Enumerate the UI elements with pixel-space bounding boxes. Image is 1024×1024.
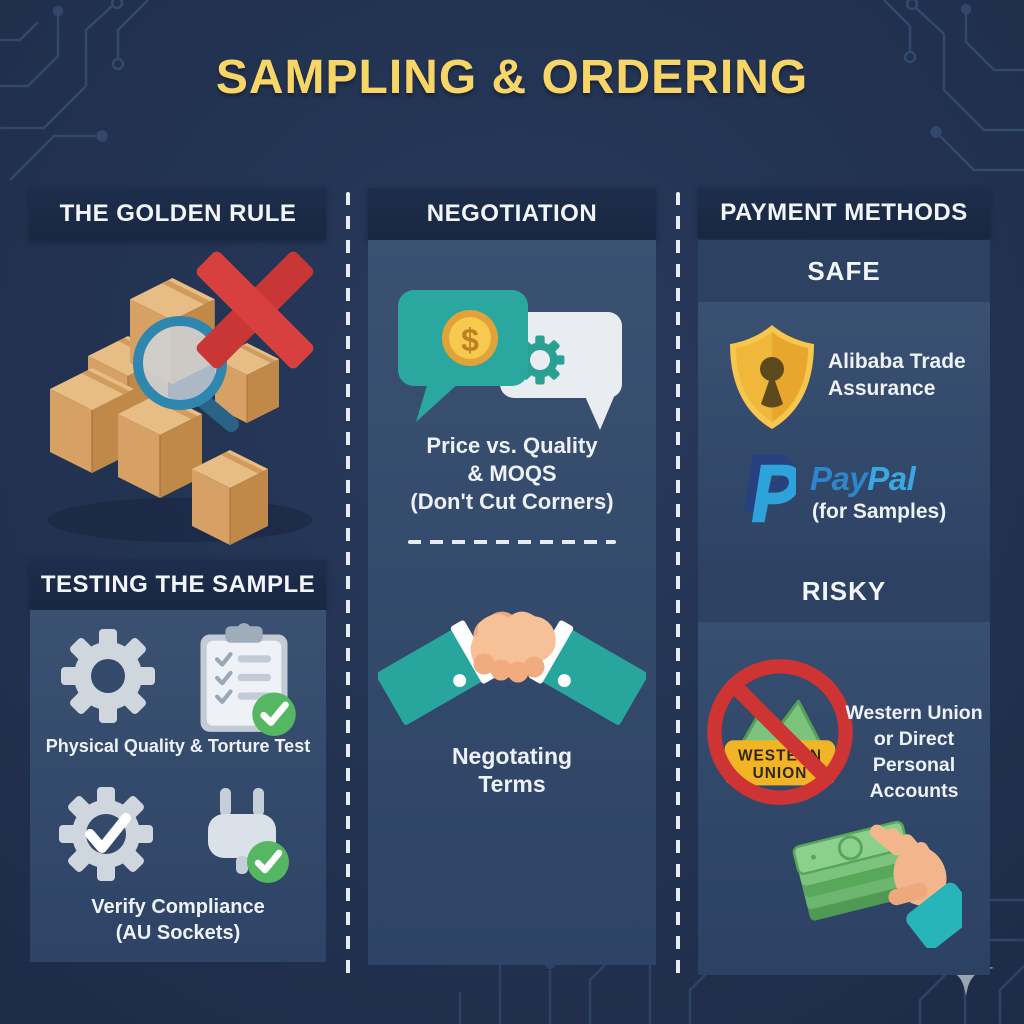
golden-rule-header: THE GOLDEN RULE [30, 188, 326, 240]
clipboard-check-icon [200, 623, 300, 736]
boxes-inspection-illustration [48, 251, 314, 546]
testing-panel: Physical Quality & Torture Test Verify C… [30, 610, 326, 962]
paypal-note: (for Samples) [812, 500, 947, 523]
dollar-coin-icon: $ [442, 310, 498, 366]
gear-icon [61, 629, 155, 723]
column-divider [676, 192, 680, 975]
risky-label: RISKY [801, 575, 887, 606]
circuit-decoration-top-right-icon [883, 0, 1024, 172]
negotiation-header-label: NEGOTIATION [426, 200, 598, 227]
paypal-logo-icon [743, 454, 796, 523]
safe-label: SAFE [807, 255, 881, 286]
golden-rule-header-label: THE GOLDEN RULE [59, 200, 297, 227]
shield-keyhole-icon [730, 325, 814, 429]
safe-panel: Alibaba Trade Assurance PayPal (for Samp… [698, 302, 990, 560]
boxes-shadow [48, 498, 312, 542]
gear-check-icon [59, 787, 153, 881]
negotiation-topic2: Negotating Terms [451, 743, 573, 797]
alibaba-trade-assurance-label: Alibaba Trade Assurance [828, 350, 966, 400]
paypal-wordmark: PayPal [810, 460, 916, 497]
testing-sample-header-label: TESTING THE SAMPLE [40, 571, 316, 598]
negotiation-topic1: Price vs. Quality & MOQS (Don't Cut Corn… [410, 433, 614, 514]
risky-band: RISKY [698, 560, 990, 622]
no-western-union-icon: WESTERN UNION [707, 659, 853, 805]
risky-item-label: Western Union or Direct Personal Account… [845, 702, 983, 802]
cash-in-hand-icon [792, 820, 962, 948]
red-x-icon [196, 251, 314, 369]
payment-methods-header-label: PAYMENT METHODS [720, 199, 968, 226]
column-divider [346, 192, 350, 975]
svg-text:$: $ [461, 322, 479, 358]
section-dashed-divider [408, 540, 616, 544]
safe-band: SAFE [698, 240, 990, 302]
handshake-icon [378, 611, 646, 725]
risky-panel: WESTERN UNION Western Union or Direct Pe… [698, 622, 990, 975]
svg-text:UNION: UNION [753, 765, 808, 782]
plug-check-icon [208, 788, 290, 886]
page-title: SAMPLING & ORDERING [215, 51, 809, 104]
circuit-decoration-top-left-icon [0, 0, 149, 180]
negotiation-panel: $ Price vs. Quality & MOQS (Don't Cut Co… [368, 240, 656, 965]
testing-sample-header: TESTING THE SAMPLE [30, 560, 326, 610]
test2-caption: Verify Compliance (AU Sockets) [91, 896, 265, 944]
chat-bubbles-icon: $ [398, 290, 622, 430]
negotiation-header: NEGOTIATION [368, 188, 656, 240]
test1-caption: Physical Quality & Torture Test [45, 736, 311, 756]
gear-small-icon [515, 335, 565, 385]
payment-methods-header: PAYMENT METHODS [698, 188, 990, 238]
